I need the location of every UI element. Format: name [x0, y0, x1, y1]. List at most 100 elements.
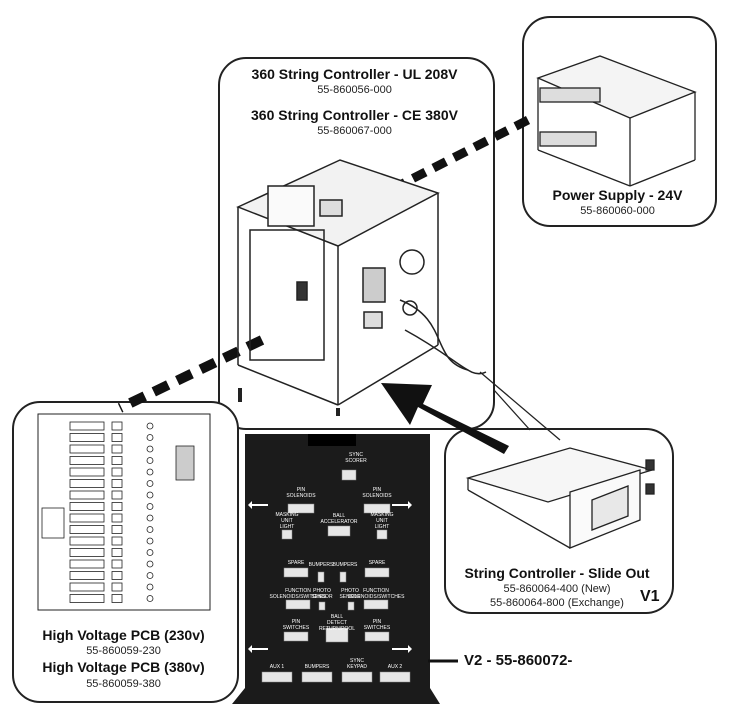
main-controller-title-ul: 360 String Controller - UL 208V [251, 66, 458, 82]
photo-sensor-right-label-line: SENSOR [339, 594, 361, 600]
panel-arrow-head [248, 501, 252, 509]
bumpers-port-label-line: BUMPERS [304, 664, 330, 670]
pin-solenoids-right-label-line: PIN [372, 487, 382, 493]
main-controller-pn-ce: 55-860067-000 [317, 125, 392, 137]
pcb-fuse [111, 594, 123, 603]
hv-pcb-pn-230: 55-860059-230 [86, 645, 161, 657]
pcb-component [146, 491, 154, 499]
masking-right-label-line: LIGHT [374, 524, 390, 530]
connector-power-supply [395, 115, 531, 191]
aux2-label-line: AUX 2 [387, 664, 403, 670]
sync-scorer-connector [341, 469, 357, 481]
pin-switches-left-connector [283, 631, 309, 642]
masking-right-label-line: MASKING [370, 512, 394, 518]
main-controller-title-ce: 360 String Controller - CE 380V [251, 107, 458, 123]
pcb-fuse [111, 536, 123, 546]
pcb-relay [69, 559, 105, 569]
pcb-relay [69, 513, 105, 523]
hv-pcb-title-230: High Voltage PCB (230v) [42, 627, 205, 643]
aux1-port [261, 671, 293, 683]
pcb-relay [69, 456, 105, 465]
pcb-component [146, 572, 154, 579]
pcb-fuse [111, 479, 123, 488]
spare-left-connector [283, 567, 309, 578]
ball-detect-label-line: RETURN/POOL [318, 626, 356, 632]
masking-left-label-line: UNIT [281, 518, 293, 524]
pcb-component [146, 422, 154, 430]
pcb-fuse [111, 525, 123, 534]
pcb-component [146, 526, 154, 533]
masking-left-connector [281, 529, 293, 540]
pin-switches-left-label-line: PIN [291, 619, 301, 625]
pcb-relay [69, 525, 105, 534]
photo-sensor-left-label-line: SENSOR [311, 594, 333, 600]
slide-in-arrow [381, 383, 509, 454]
controller-cabinet-illustration [236, 159, 487, 416]
photo-sensor-right-connector [347, 601, 355, 611]
sync-keypad-label-line: SYNC [350, 658, 364, 664]
pcb-component [146, 468, 154, 476]
pin-solenoids-left-label-line: SOLENOIDS [286, 493, 316, 499]
main-controller-pn-ul: 55-860056-000 [317, 84, 392, 96]
pin-solenoids-left-connector [287, 503, 315, 514]
pcb-fuse [111, 421, 123, 431]
pcb-fuse [111, 582, 123, 592]
pcb-fuse [111, 490, 123, 500]
bumpers-b-connector [339, 571, 347, 583]
pin-solenoids-right-connector [363, 503, 391, 514]
bumpers-a-connector [317, 571, 325, 583]
slide-out-pn-exchange: 55-860064-800 (Exchange) [490, 597, 624, 609]
function-left-connector [285, 599, 311, 610]
pcb-relay [69, 571, 105, 580]
aux2-port [379, 671, 411, 683]
spare-left-label-line: SPARE [287, 560, 305, 566]
masking-left-label-line: LIGHT [279, 524, 295, 530]
pin-solenoids-left-label-line: PIN [296, 487, 306, 493]
pcb-fuse [111, 559, 123, 569]
sync-scorer-label-line: SYNC [349, 452, 363, 458]
main-controller-box [218, 57, 495, 430]
pcb-relay [69, 502, 105, 511]
panel-arrow-head [408, 501, 412, 509]
ball-accelerator-label-line: ACCELERATOR [320, 519, 358, 525]
pcb-fuse [111, 502, 123, 511]
function-right-label-line: FUNCTION [363, 588, 389, 594]
pcb-relay [69, 536, 105, 546]
ball-accelerator-connector [327, 525, 351, 537]
slide-out-illustration [465, 371, 655, 549]
v2-label: V2 - 55-860072- [464, 652, 573, 669]
ball-detect-connector [325, 627, 349, 643]
panel-connectors [248, 469, 412, 683]
pcb-component [146, 537, 154, 545]
pin-solenoids-right-label-line: SOLENOIDS [362, 493, 392, 499]
ball-accelerator-label-line: BALL [332, 513, 346, 519]
ball-detect-label-line: BALL [330, 614, 344, 620]
pcb-relay [69, 582, 105, 592]
pcb-relay [69, 479, 105, 488]
pcb-component [146, 560, 154, 568]
spare-right-connector [364, 567, 390, 578]
pin-switches-left-label-line: SWITCHES [282, 625, 310, 631]
function-right-connector [363, 599, 389, 610]
pcb-component [146, 583, 154, 591]
bumpers-port [301, 671, 333, 683]
sync-keypad-label-line: KEYPAD [347, 664, 367, 670]
pcb-fuse [111, 433, 123, 442]
slide-out-pn-new: 55-860064-400 (New) [503, 583, 611, 595]
panel-arrow-head [248, 645, 252, 653]
power-supply-illustration [536, 55, 697, 187]
power-supply-pn: 55-860060-000 [580, 205, 655, 217]
bumpers-a-label-line: BUMPERS [308, 562, 334, 568]
pcb-relay [69, 444, 105, 454]
sync-keypad-port [341, 671, 373, 683]
pcb-fuse [111, 548, 123, 557]
pcb-relay [69, 594, 105, 603]
pcb-component [146, 595, 154, 602]
masking-right-label-line: UNIT [376, 518, 388, 524]
pcb-component [146, 457, 154, 464]
pcb-component [146, 514, 154, 522]
panel-arrow-head [408, 645, 412, 653]
pcb-relay [69, 490, 105, 500]
photo-sensor-right-label-line: PHOTO [341, 588, 359, 594]
pcb-relay [69, 467, 105, 477]
